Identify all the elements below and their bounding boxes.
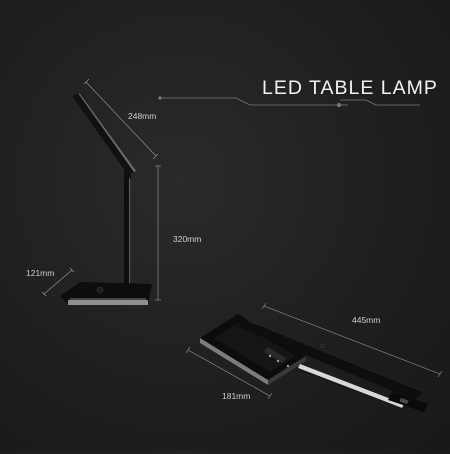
light-strip	[298, 364, 404, 408]
dimension-lines-standing	[41, 78, 161, 301]
standing-lamp	[60, 93, 152, 305]
lamp-pole	[124, 178, 130, 288]
product-title: LED TABLE LAMP	[262, 77, 438, 99]
folded-lamp-arm	[236, 320, 424, 400]
dimension-label-arm-length: 248mm	[128, 111, 157, 121]
dimension-label-base-width: 121mm	[26, 268, 55, 278]
dimension-label-folded-length: 445mm	[352, 315, 381, 325]
dimension-lines-folded	[185, 302, 443, 400]
title-decoration-lines	[158, 96, 420, 108]
dimension-label-folded-width: 181mm	[222, 391, 251, 401]
dimension-label-height: 320mm	[173, 234, 202, 244]
folded-lamp	[200, 314, 428, 412]
lamp-head	[72, 93, 134, 175]
